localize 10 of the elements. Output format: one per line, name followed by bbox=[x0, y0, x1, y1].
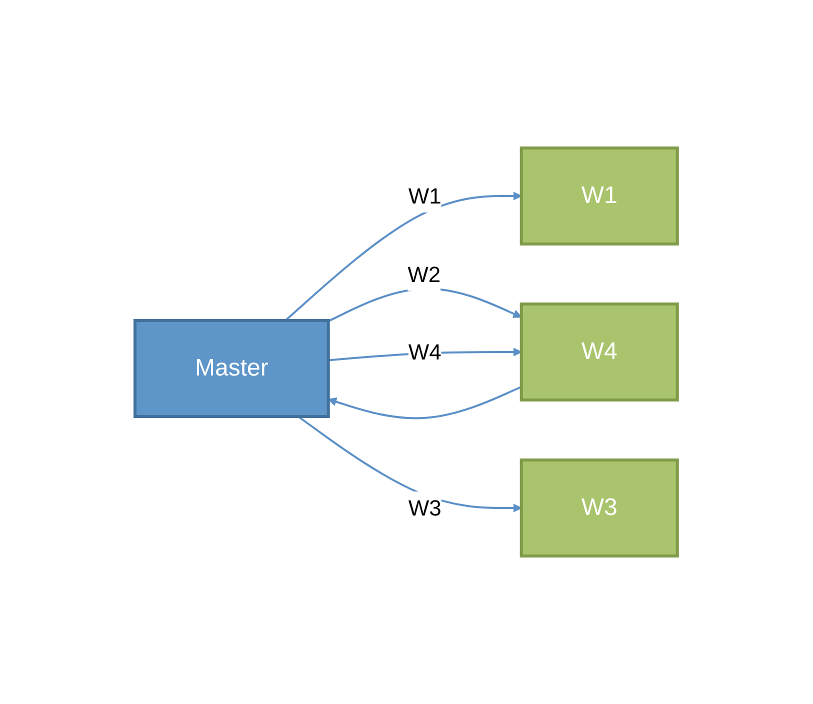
node-box: W1 bbox=[520, 146, 680, 246]
edge-label: W2 bbox=[408, 262, 441, 287]
node-box: Master bbox=[134, 319, 330, 418]
edge-label: W4 bbox=[408, 340, 442, 364]
arrow bbox=[298, 416, 522, 512]
node-box: W4 bbox=[520, 302, 680, 402]
edge-label: W3 bbox=[408, 496, 442, 520]
edge-label: W1 bbox=[408, 184, 442, 208]
node-box: W3 bbox=[520, 458, 680, 558]
arrow bbox=[328, 386, 522, 420]
